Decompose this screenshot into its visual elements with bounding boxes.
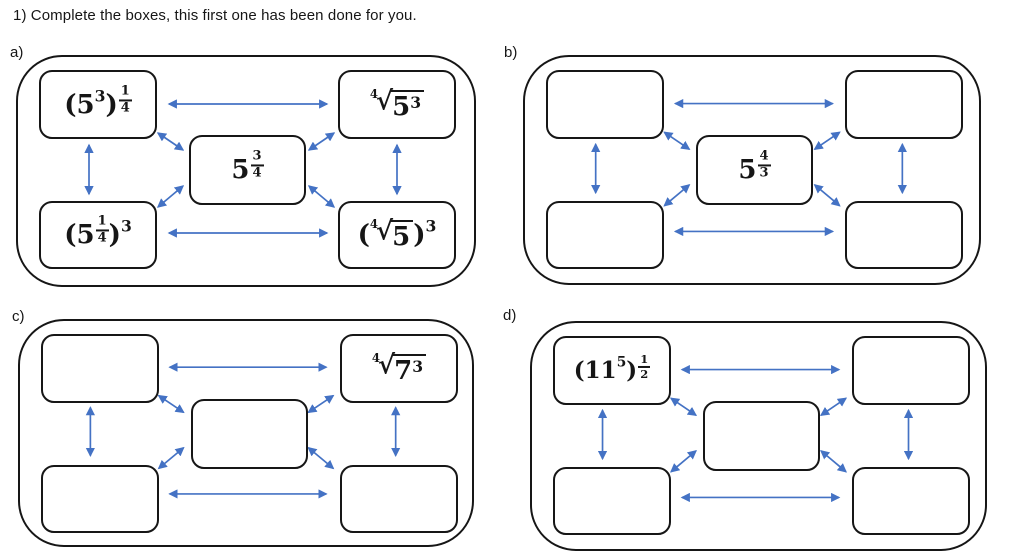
question-title: 1) Complete the boxes, this first one ha… xyxy=(13,7,417,24)
math-expression xyxy=(548,72,662,137)
math-expression xyxy=(705,403,818,469)
arrows-overlay xyxy=(591,98,907,237)
panel-d-label: d) xyxy=(503,307,517,324)
math-expression: (4√5)3 xyxy=(357,216,437,252)
panel-a-label: a) xyxy=(10,44,24,61)
box-center xyxy=(191,399,308,469)
box-bottom-right xyxy=(340,465,458,533)
box-bottom-left xyxy=(546,201,664,269)
math-expression xyxy=(43,336,157,401)
math-expression xyxy=(847,203,961,267)
box-bottom-right xyxy=(845,201,963,269)
box-bottom-left xyxy=(41,465,159,533)
arrows-overlay xyxy=(84,99,402,238)
math-expression xyxy=(854,469,968,533)
math-expression xyxy=(193,401,306,467)
math-expression xyxy=(43,467,157,531)
math-expression xyxy=(548,203,662,267)
arrows-overlay xyxy=(85,362,401,499)
math-expression xyxy=(342,467,456,531)
box-top-right xyxy=(845,70,963,139)
box-bottom-right xyxy=(852,467,970,535)
panel-c-label: c) xyxy=(12,308,25,325)
box-top-left xyxy=(546,70,664,139)
box-bottom-left xyxy=(553,467,671,535)
panel-b-label: b) xyxy=(504,44,518,61)
box-center xyxy=(703,401,820,471)
box-top-right xyxy=(852,336,970,405)
box-top-left xyxy=(41,334,159,403)
box-bottom-right: (4√5)3 xyxy=(338,201,456,269)
math-expression xyxy=(555,469,669,533)
math-expression xyxy=(847,72,961,137)
arrows-overlay xyxy=(597,364,914,503)
math-expression xyxy=(854,338,968,403)
